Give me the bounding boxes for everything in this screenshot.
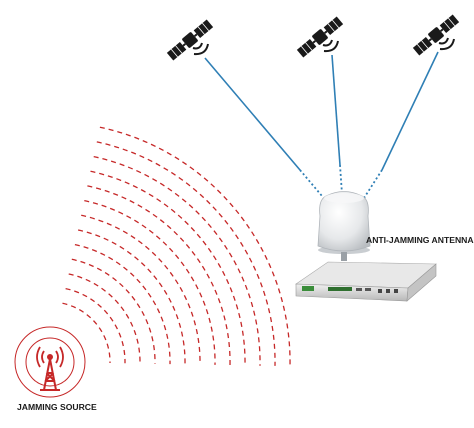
jamming-wave-arc (96, 141, 276, 366)
receiver-unit-icon (295, 261, 437, 302)
link-left-dotted (299, 169, 323, 197)
jamming-waves (62, 126, 291, 367)
link-right-dotted (363, 169, 383, 199)
jamming-wave-arc (62, 302, 111, 364)
jamming-wave-arc (81, 214, 201, 365)
link-center-solid (331, 54, 341, 166)
satellite-right-icon (411, 12, 461, 58)
link-right-solid (381, 51, 439, 171)
jamming-wave-arc (65, 287, 126, 364)
link-left-solid (204, 57, 301, 171)
satellite-center-icon (295, 14, 345, 60)
jamming-wave-arc (93, 155, 261, 366)
antenna-label: ANTI-JAMMING ANTENNA (366, 235, 474, 245)
jamming-source-label: JAMMING SOURCE (17, 402, 97, 412)
jamming-wave-arc (71, 258, 156, 364)
anti-jamming-antenna-icon (317, 191, 371, 261)
jamming-wave-arc (90, 170, 246, 366)
jamming-wave-arc (99, 126, 291, 367)
satellite-left-icon (165, 17, 215, 63)
jamming-wave-arc (84, 199, 216, 365)
jamming-source-tower-icon (14, 326, 86, 398)
signal-links (204, 51, 439, 199)
jamming-wave-arc (68, 273, 141, 364)
jamming-wave-arc (74, 243, 171, 365)
jamming-wave-arc (77, 229, 186, 365)
link-center-dotted (339, 164, 343, 195)
